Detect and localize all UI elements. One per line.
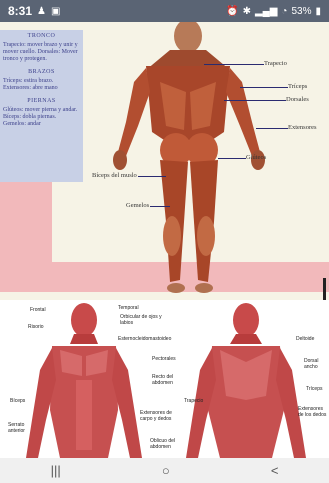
label-frontal: Frontal — [30, 307, 46, 313]
label-triceps: Tríceps — [288, 83, 307, 90]
legend-tronco-title: TRONCO — [3, 33, 80, 40]
label-recto: Recto del abdomen — [152, 374, 180, 386]
label-esterno: Esternocleidomastoideo — [118, 336, 171, 342]
person-icon: ♟ — [37, 6, 46, 17]
battery-level: 53% — [291, 6, 311, 17]
battery-icon: ▮ — [315, 6, 321, 17]
recents-button[interactable]: ||| — [51, 463, 61, 478]
legend-piernas-title: PIERNAS — [3, 98, 80, 105]
status-icons-right: ⏰ ✱ ▂▄▆ ◔ 53% ▮ — [226, 6, 321, 17]
label-trapecio-back: Trapecio — [184, 398, 203, 404]
label-pectorales: Pectorales — [152, 356, 176, 362]
back-button[interactable]: < — [271, 463, 279, 478]
label-temporal: Temporal — [118, 305, 139, 311]
bluetooth-icon: ✱ — [243, 6, 251, 17]
leader-line — [218, 158, 246, 159]
home-button[interactable]: ○ — [162, 463, 170, 478]
label-deltoide: Deltoide — [296, 336, 314, 342]
leader-line — [224, 100, 286, 101]
signal-icon: ▂▄▆ — [255, 6, 277, 17]
label-gemelos: Gemelos — [126, 202, 149, 209]
posterior-muscles-image[interactable]: TRONCO Trapecio: mover brazo y unir y mo… — [0, 22, 329, 305]
leader-line — [240, 87, 288, 88]
clock: 8:31 — [8, 4, 32, 18]
image-icon: ▣ — [51, 6, 60, 17]
wifi-icon: ◔ — [281, 6, 287, 17]
label-triceps-back: Tríceps — [306, 386, 322, 392]
label-extensores: Extensores — [288, 124, 317, 131]
label-biceps-muslo: Bíceps del muslo — [92, 172, 137, 179]
legend-brazos-title: BRAZOS — [3, 69, 80, 76]
status-bar: 8:31 ♟ ▣ ⏰ ✱ ▂▄▆ ◔ 53% ▮ — [0, 0, 329, 22]
legend-piernas-text: Glúteos: mover pierna y andar. Bíceps: d… — [3, 107, 80, 128]
label-trapecio: Trapecio — [264, 60, 287, 67]
label-dorsales: Dorsales — [286, 96, 309, 103]
label-risorio: Risorio — [28, 324, 44, 330]
scroll-indicator — [323, 278, 326, 300]
label-dorsal-ancho: Dorsal ancho — [304, 358, 326, 370]
navigation-bar: ||| ○ < — [0, 458, 329, 483]
muscle-function-legend: TRONCO Trapecio: mover brazo y unir y mo… — [0, 30, 83, 182]
alarm-icon: ⏰ — [226, 6, 238, 17]
anterior-posterior-muscles-image[interactable]: Frontal Temporal Orbicular de ojos y lab… — [0, 300, 329, 458]
leader-line — [204, 64, 264, 65]
legend-brazos-text: Tríceps: estira brazo. Extensores: abre … — [3, 78, 80, 92]
label-serrato: Serrato anterior — [8, 422, 38, 434]
label-extensores-dedos: Extensores de los dedos — [298, 406, 328, 418]
leader-line — [138, 176, 166, 177]
leader-line — [256, 128, 288, 129]
label-oblicuo: Oblicuo del abdomen — [150, 438, 180, 450]
label-extensores-carpo: Extensores de carpo y dedos — [140, 410, 176, 422]
label-orbicular: Orbicular de ojos y labios — [120, 314, 162, 326]
label-biceps: Bíceps — [10, 398, 25, 404]
label-gluteos: Glúteos — [246, 154, 266, 161]
leader-line — [150, 206, 170, 207]
legend-tronco-text: Trapecio: mover brazo y unir y mover cue… — [3, 42, 80, 63]
